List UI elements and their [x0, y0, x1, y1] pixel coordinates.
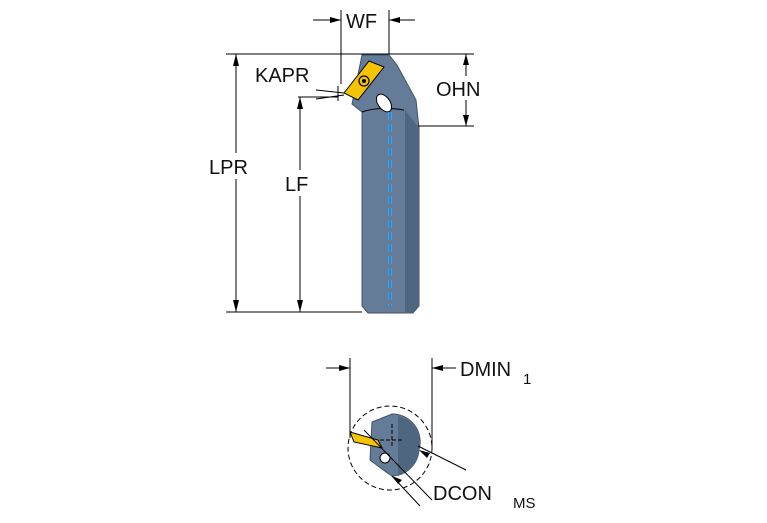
lpr-label: LPR: [209, 157, 248, 179]
ohn-label: OHN: [436, 79, 480, 101]
wf-dimension: WF: [313, 10, 415, 84]
side-view: WF KAPR OHN LPR: [206, 10, 496, 314]
lf-dimension: LF: [280, 96, 338, 312]
ohn-dimension: OHN: [418, 54, 496, 127]
dmin-subscript: 1: [523, 371, 531, 388]
cross-section-shade: [398, 416, 420, 476]
dmin-dimension: DMIN 1: [326, 358, 531, 448]
tool-shank-shade: [405, 110, 419, 313]
coolant-outlet: [375, 93, 393, 113]
dmin-label: DMIN: [460, 359, 511, 381]
dcon-label: DCON: [433, 483, 492, 505]
kapr-label: KAPR: [255, 65, 309, 87]
kapr-dimension: KAPR: [255, 65, 345, 101]
wf-label: WF: [346, 11, 377, 33]
end-view-coolant-hole: [379, 452, 391, 464]
dcon-subscript: MS: [513, 495, 536, 512]
dcon-dimension: DCON MS: [363, 429, 536, 512]
lpr-dimension: LPR: [206, 54, 266, 312]
insert-screw-center: [362, 79, 366, 83]
end-view: DMIN 1 DCON MS: [326, 358, 536, 512]
lf-label: LF: [285, 174, 308, 196]
